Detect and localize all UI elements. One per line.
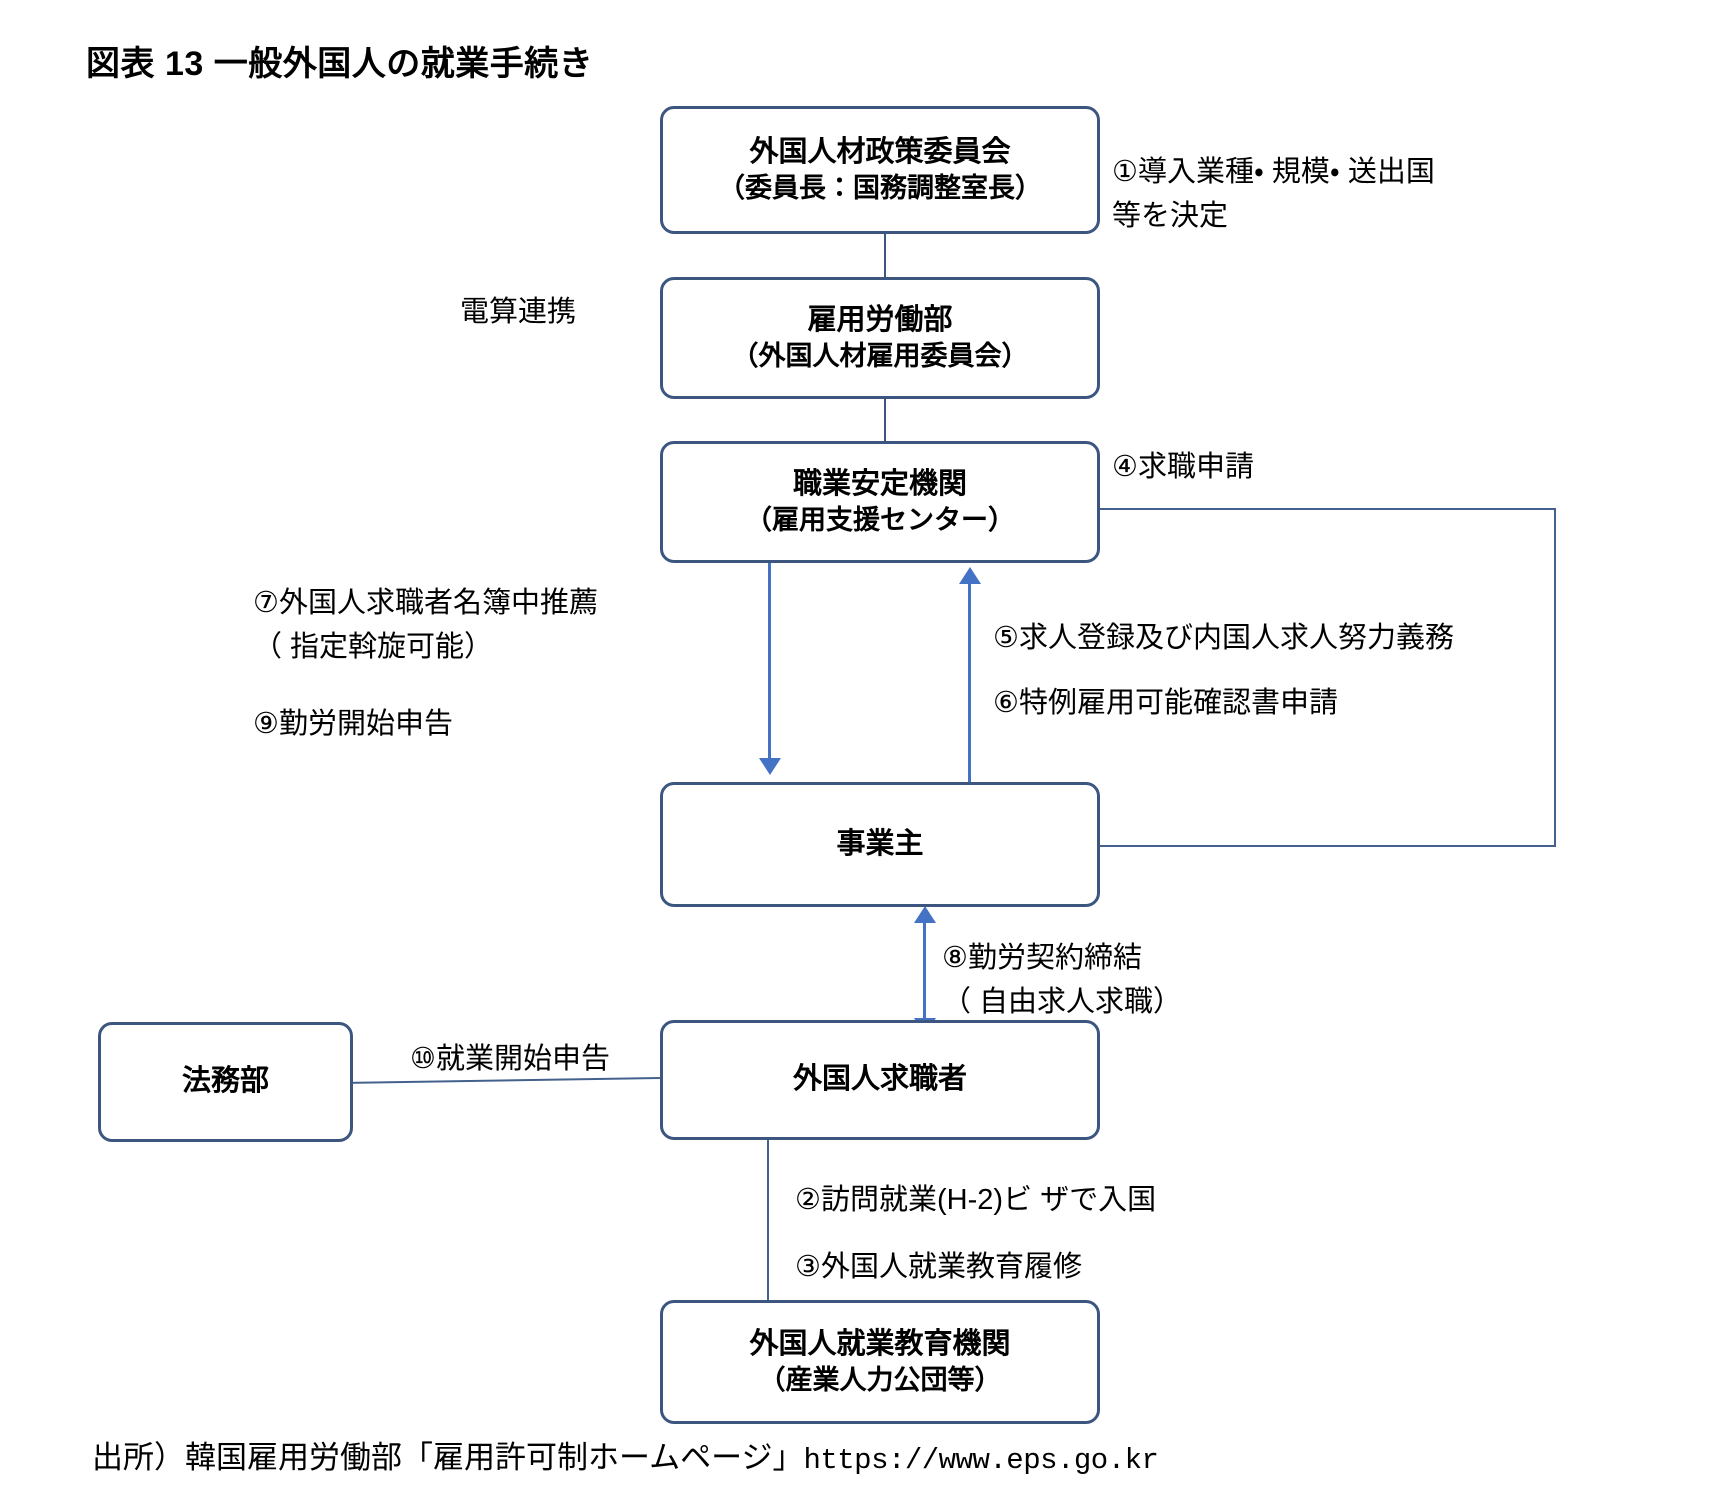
connector-step4-bottom xyxy=(1100,845,1556,847)
node-employment-agency-line2: （雇用支援センター） xyxy=(745,505,1015,536)
source-note: 出所）韓国雇用労働部「雇用許可制ホームページ」https://www.eps.g… xyxy=(92,1432,1159,1477)
connector-committee-to-ministry xyxy=(884,233,886,278)
source-url: https://www.eps.go.kr xyxy=(803,1444,1159,1477)
label-step1-line2: 等を決定 xyxy=(1112,200,1229,232)
connector-jobseeker-to-education xyxy=(767,1023,769,1303)
label-computer-link: 電算連携 xyxy=(460,296,577,328)
node-education-institution-line2: （産業人力公団等） xyxy=(758,1365,1002,1396)
connector-ministry-to-agency xyxy=(884,397,886,442)
arrow-agency-to-employer-head xyxy=(759,758,781,775)
node-employment-agency[interactable]: 職業安定機関 （雇用支援センター） xyxy=(660,441,1100,563)
connector-step4-top xyxy=(1100,508,1554,510)
node-education-institution-line1: 外国人就業教育機関 xyxy=(749,1328,1011,1361)
label-step10: ⑩就業開始申告 xyxy=(410,1043,610,1075)
node-labor-ministry-line2: （外国人材雇用委員会） xyxy=(731,341,1029,372)
node-policy-committee-line1: 外国人材政策委員会 xyxy=(749,136,1011,169)
label-step5: ⑤求人登録及び内国人求人努力義務 xyxy=(993,622,1454,654)
arrow-employer-jobseeker-line xyxy=(923,921,926,1021)
label-step2: ②訪問就業(H-2)ビ ザで入国 xyxy=(795,1184,1157,1216)
node-foreign-jobseeker-line1: 外国人求職者 xyxy=(792,1063,967,1096)
label-step1-line1: ①導入業種・ 規模・ 送出国 xyxy=(1112,156,1435,188)
label-step9: ⑨勤労開始申告 xyxy=(253,708,453,740)
node-justice-ministry-line1: 法務部 xyxy=(181,1065,269,1098)
node-foreign-jobseeker[interactable]: 外国人求職者 xyxy=(660,1020,1100,1140)
node-employer-line1: 事業主 xyxy=(836,827,924,860)
source-prefix: 出所）韓国雇用労働部「雇用許可制ホームページ」 xyxy=(92,1440,804,1475)
page-title: 図表 13 一般外国人の就業手続き xyxy=(86,45,594,83)
label-step8-line1: ⑧勤労契約締結 xyxy=(942,942,1142,974)
label-step4: ④求職申請 xyxy=(1112,451,1254,483)
label-step3: ③外国人就業教育履修 xyxy=(795,1251,1082,1283)
node-labor-ministry[interactable]: 雇用労働部 （外国人材雇用委員会） xyxy=(660,277,1100,399)
node-policy-committee-line2: （委員長：国務調整室長） xyxy=(718,173,1042,204)
node-labor-ministry-line1: 雇用労働部 xyxy=(807,304,953,337)
node-employer[interactable]: 事業主 xyxy=(660,782,1100,907)
label-step7-line1: ⑦外国人求職者名簿中推薦 xyxy=(253,587,598,619)
label-step8-line2: （ 自由求人求職） xyxy=(942,986,1183,1018)
label-step7-line2: （ 指定斡旋可能） xyxy=(253,631,494,663)
node-justice-ministry[interactable]: 法務部 xyxy=(98,1022,353,1142)
node-employment-agency-line1: 職業安定機関 xyxy=(792,468,967,501)
node-policy-committee[interactable]: 外国人材政策委員会 （委員長：国務調整室長） xyxy=(660,106,1100,234)
arrow-employer-to-agency-line xyxy=(968,582,971,782)
label-step6: ⑥特例雇用可能確認書申請 xyxy=(993,687,1338,719)
connector-step4-right xyxy=(1554,508,1556,845)
arrow-agency-to-employer-line xyxy=(768,563,771,763)
arrow-employer-jobseeker-head-up xyxy=(914,906,936,923)
node-education-institution[interactable]: 外国人就業教育機関 （産業人力公団等） xyxy=(660,1300,1100,1424)
arrow-employer-to-agency-head xyxy=(959,567,981,584)
